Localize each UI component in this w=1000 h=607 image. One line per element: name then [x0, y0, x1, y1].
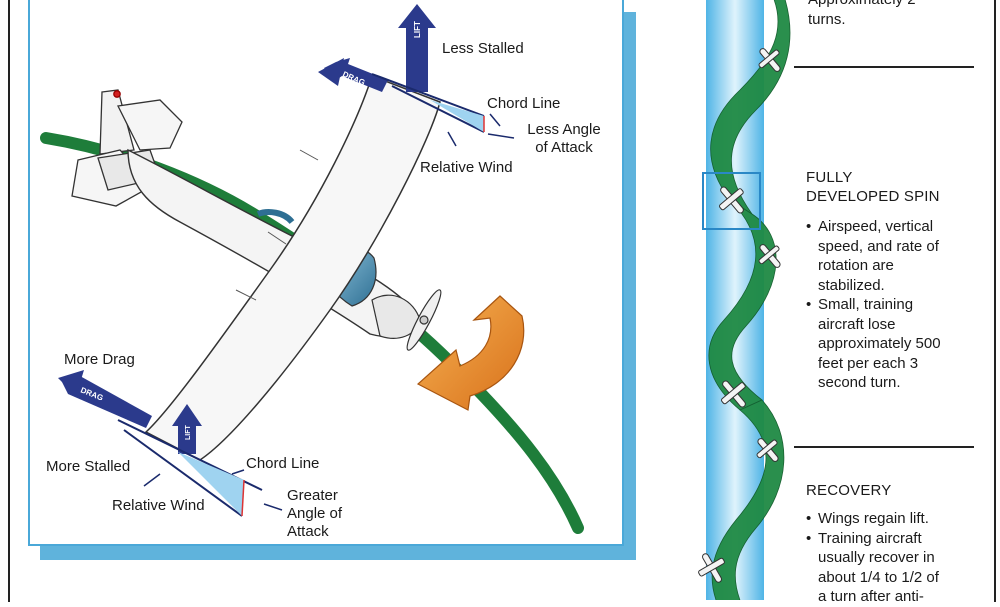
- bullet-line: a turn after anti-: [818, 588, 924, 605]
- divider-bottom: [794, 446, 974, 448]
- bullet-line: Wings regain lift.: [818, 510, 929, 527]
- bullet-line: speed, and rate of: [818, 237, 939, 255]
- phase-recovery-bullets: Wings regain lift. Training aircraft usu…: [806, 509, 939, 607]
- phase-developed-title-line: FULLY: [806, 169, 853, 186]
- airplane-propeller: [406, 289, 442, 351]
- phase-developed-bullets: Airspeed, vertical speed, and rate of ro…: [806, 217, 941, 393]
- label-less-angle-of-attack: Less Angle of Attack: [527, 121, 601, 156]
- bullet-line: approximately 500: [818, 335, 941, 352]
- label-greater-angle-of-attack: Greater Angle of Attack: [287, 487, 343, 540]
- spin-highlight-box: [702, 172, 761, 230]
- label-chord-line-top: Chord Line: [487, 95, 561, 112]
- label-relative-wind-top: Relative Wind: [420, 159, 513, 176]
- bullet-line: stabilized.: [818, 276, 885, 294]
- bullet-item: Airspeed, vertical speed, and rate of ro…: [806, 217, 941, 295]
- bullet-line: Small, training: [818, 296, 914, 313]
- rotation-arrow: [416, 295, 525, 411]
- phase-developed-title-line: DEVELOPED SPIN: [806, 188, 940, 205]
- bullet-item: Training aircraft usually recover in abo…: [806, 529, 939, 607]
- bullet-line: aircraft lose: [818, 315, 896, 333]
- bottom-lift-arrow: LIFT: [172, 404, 202, 454]
- bullet-line: Airspeed, vertical: [818, 218, 934, 235]
- bottom-aoa-wedge: [178, 452, 244, 516]
- label-more-drag: More Drag: [64, 351, 135, 368]
- phase-developed-title: FULLY DEVELOPED SPIN: [806, 168, 940, 206]
- top-chord-line: [371, 73, 485, 117]
- outer-frame-right: [994, 0, 996, 602]
- bullet-line: feet per each 3: [818, 354, 919, 372]
- phase-prev-line: Approximately 2: [808, 0, 916, 10]
- bottom-drag-arrow: DRAG: [58, 370, 152, 428]
- wing-root-window: [256, 209, 295, 225]
- bottom-lift-arrow-text: LIFT: [185, 425, 192, 440]
- bottom-relative-wind-line: [123, 429, 243, 517]
- phase-prev-text: Approximately 2 turns.: [808, 0, 916, 29]
- divider-top: [794, 66, 974, 68]
- phase-recovery-title: RECOVERY: [806, 482, 892, 499]
- top-aoa-wedge: [430, 100, 484, 132]
- bullet-line: second turn.: [818, 374, 901, 391]
- wing-panel-lines: [235, 149, 319, 301]
- bullet-line: Training aircraft: [818, 529, 922, 547]
- label-chord-line-bottom: Chord Line: [246, 455, 320, 472]
- airplane-wing: [144, 75, 441, 461]
- label-relative-wind-bottom: Relative Wind: [112, 497, 205, 514]
- top-lift-arrow-text: LIFT: [413, 21, 422, 38]
- bullet-item: Small, training aircraft lose approximat…: [806, 295, 941, 393]
- phase-prev-line: turns.: [808, 10, 846, 28]
- airplane-tail: [71, 89, 183, 207]
- top-lift-arrow: LIFT: [398, 4, 436, 92]
- top-relative-wind-line: [391, 85, 485, 133]
- outer-frame-left: [8, 0, 10, 602]
- label-more-stalled: More Stalled: [46, 458, 131, 475]
- bullet-line: about 1/4 to 1/2 of: [818, 568, 939, 586]
- bullet-item: Wings regain lift.: [806, 509, 939, 529]
- bullet-line: rotation are: [818, 257, 894, 274]
- bullet-line: usually recover in: [818, 549, 935, 566]
- spin-airplanes: [698, 48, 781, 583]
- label-less-stalled: Less Stalled: [442, 40, 524, 57]
